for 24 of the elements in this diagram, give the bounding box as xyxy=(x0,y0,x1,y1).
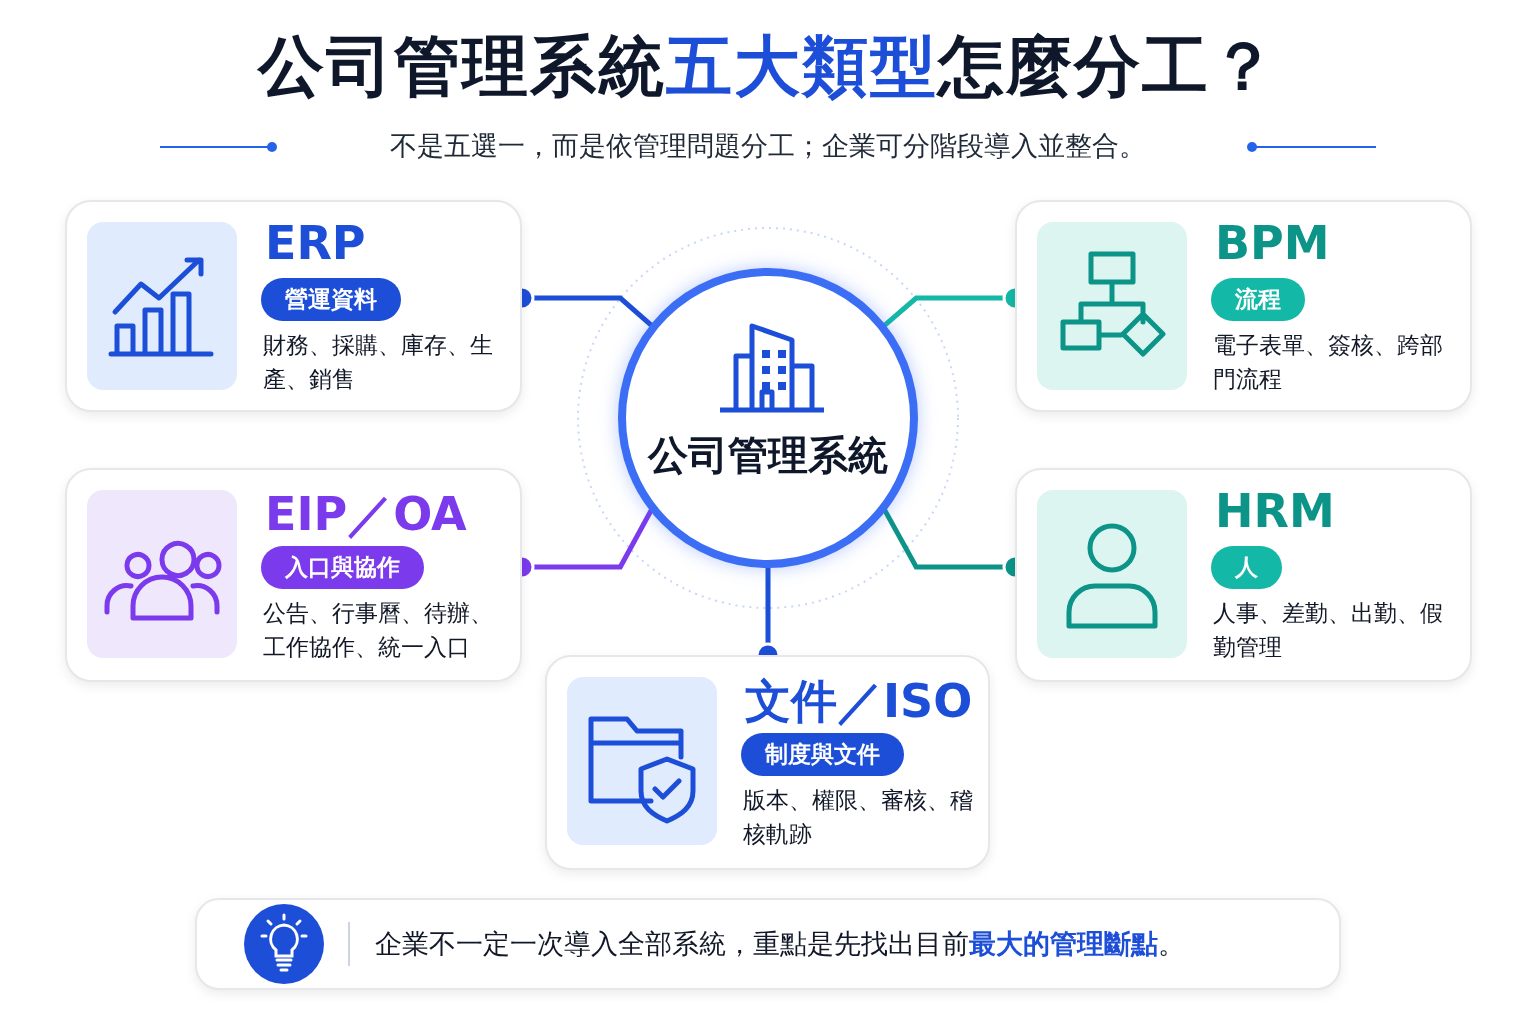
category-tag: 制度與文件 xyxy=(741,733,904,776)
card-title: ERP xyxy=(265,216,366,270)
card-title: HRM xyxy=(1215,484,1335,538)
system-card xyxy=(1015,468,1472,682)
card-description: 電子表單、簽核、跨部門流程 xyxy=(1213,331,1444,394)
category-tag: 入口與協作 xyxy=(261,546,424,589)
card-title: EIP／OA xyxy=(265,486,467,543)
system-card xyxy=(65,468,522,682)
category-tag: 流程 xyxy=(1211,278,1305,321)
title: 公司管理系統五大類型怎麼分工？ xyxy=(256,27,1279,107)
card-title: 文件／ISO xyxy=(745,673,973,730)
card-description: 人事、差勤、出勤、假勤管理 xyxy=(1213,599,1444,662)
category-tag: 營運資料 xyxy=(261,278,401,321)
system-card xyxy=(1015,200,1472,412)
hub-label: 公司管理系統 xyxy=(646,431,889,480)
system-card xyxy=(65,200,522,412)
card-description: 財務、採購、庫存、生產、銷售 xyxy=(263,331,494,394)
card-description: 版本、權限、審核、稽核軌跡 xyxy=(743,786,974,849)
subtitle: 不是五選一，而是依管理問題分工；企業可分階段導入並整合。 xyxy=(389,129,1147,163)
note-text: 企業不一定一次導入全部系統，重點是先找出目前最大的管理斷點。 xyxy=(375,927,1185,961)
system-card xyxy=(545,655,990,870)
card-title: BPM xyxy=(1215,216,1330,270)
category-tag: 人 xyxy=(1211,546,1282,589)
card-description: 公告、行事曆、待辦、工作協作、統一入口 xyxy=(263,599,494,662)
